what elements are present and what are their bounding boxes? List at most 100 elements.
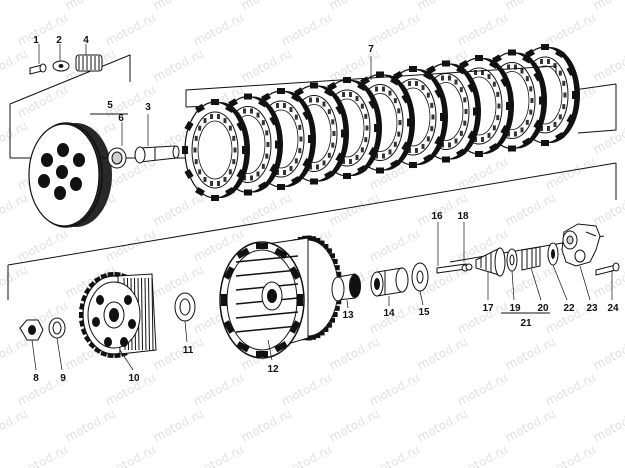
watermark-text: motod.ru: [63, 0, 118, 13]
callout-21: 21: [520, 318, 532, 329]
callout-1: 1: [33, 35, 39, 46]
part-20-spring: [521, 246, 541, 271]
watermark-text: motod.ru: [591, 46, 625, 84]
callout-4: 4: [83, 35, 89, 46]
callout-20: 20: [537, 303, 549, 314]
watermark-text: motod.ru: [0, 334, 30, 372]
watermark-text: motod.ru: [103, 442, 158, 468]
watermark-text: motod.ru: [151, 190, 206, 228]
watermark-text: motod.ru: [239, 0, 294, 13]
watermark-text: motod.ru: [327, 190, 382, 228]
watermark-text: motod.ru: [151, 46, 206, 84]
part-6-bearing: [107, 122, 127, 169]
watermark-text: motod.ru: [455, 370, 510, 408]
watermark-text: motod.ru: [543, 442, 598, 468]
part-1-screw: [29, 44, 47, 75]
watermark-text: motod.ru: [279, 370, 334, 408]
part-5-pressure-plate: [28, 113, 128, 228]
watermark-text: motod.ru: [503, 406, 558, 444]
part-9-washer: [48, 317, 66, 339]
callout-24: 24: [607, 303, 619, 314]
watermark-text: motod.ru: [0, 262, 30, 300]
watermark-text: motod.ru: [327, 0, 382, 13]
callout-13: 13: [342, 310, 354, 321]
watermark-text: motod.ru: [591, 406, 625, 444]
part-13-bush: [331, 273, 361, 302]
part-23-slave-cylinder: [561, 223, 601, 267]
watermark-text: motod.ru: [151, 0, 206, 13]
callout-17: 17: [482, 303, 494, 314]
watermark-text: motod.ru: [503, 334, 558, 372]
watermark-text: motod.ru: [327, 334, 382, 372]
watermark-text: motod.ru: [0, 46, 30, 84]
watermark-text: motod.ru: [591, 334, 625, 372]
watermark-text: motod.ru: [103, 226, 158, 264]
part-17-piston: [475, 247, 506, 277]
callout-2: 2: [56, 35, 62, 46]
watermark-text: motod.ru: [591, 190, 625, 228]
watermark-text: motod.ru: [151, 334, 206, 372]
watermark-text: motod.ru: [0, 406, 30, 444]
part-18-balls: [461, 222, 473, 272]
callout-5: 5: [107, 100, 113, 111]
part-24-bolt: [595, 262, 620, 276]
callout-11: 11: [183, 345, 194, 356]
callout-18: 18: [457, 211, 469, 222]
watermark-text: motod.ru: [455, 154, 510, 192]
watermark-text: motod.ru: [543, 370, 598, 408]
callout-8: 8: [33, 373, 39, 384]
watermark-text: motod.ru: [0, 190, 30, 228]
watermark-text: motod.ru: [239, 46, 294, 84]
callout-12: 12: [267, 364, 279, 375]
part-7-clutch-plates: [182, 44, 580, 201]
part-22-ring: [547, 242, 559, 266]
watermark-text: motod.ru: [367, 370, 422, 408]
part-19-seal: [506, 248, 518, 272]
watermark-text: motod.ru: [455, 10, 510, 48]
watermark-text: motod.ru: [151, 406, 206, 444]
watermark-text: motod.ru: [591, 118, 625, 156]
part-10-inner-hub: [79, 271, 157, 359]
part-2-washer: [52, 44, 70, 72]
part-12-clutch-basket: [219, 235, 343, 359]
watermark-text: motod.ru: [15, 82, 70, 120]
watermark-text: motod.ru: [0, 118, 30, 156]
watermark-text: motod.ru: [279, 442, 334, 468]
callout-7: 7: [368, 44, 374, 55]
part-8-nut: [19, 319, 44, 341]
watermark-text: motod.ru: [191, 10, 246, 48]
part-14-sleeve: [370, 267, 409, 297]
part-4-spring: [75, 44, 103, 72]
part-15-washer: [411, 262, 429, 292]
watermark-text: motod.ru: [367, 442, 422, 468]
part-11-washer: [174, 292, 196, 322]
part-3-pushrod: [134, 114, 180, 164]
lower-leaders: [31, 264, 613, 371]
callout-9: 9: [60, 373, 66, 384]
watermark-text: motod.ru: [367, 10, 422, 48]
callout-10: 10: [128, 373, 140, 384]
callout-15: 15: [418, 307, 430, 318]
watermark-text: motod.ru: [591, 0, 625, 13]
callout-3: 3: [145, 102, 151, 113]
callout-22: 22: [563, 303, 575, 314]
watermark-text: motod.ru: [455, 442, 510, 468]
watermark-text: motod.ru: [151, 262, 206, 300]
watermark-text: motod.ru: [103, 10, 158, 48]
watermark-text: motod.ru: [0, 0, 30, 13]
watermark-text: motod.ru: [415, 0, 470, 13]
callout-labels: 1 2 4 7 5 6 3 16 18 13 14 15 17 19 20 21…: [33, 35, 619, 384]
watermark-text: motod.ru: [415, 190, 470, 228]
callout-19: 19: [509, 303, 521, 314]
watermark-text: motod.ru: [15, 442, 70, 468]
clutch-plate: [182, 99, 250, 201]
watermark-text: motod.ru: [503, 190, 558, 228]
watermark-text: motod.ru: [543, 10, 598, 48]
watermark-text: motod.ru: [367, 226, 422, 264]
watermark-text: motod.ru: [239, 406, 294, 444]
watermark-text: motod.ru: [63, 406, 118, 444]
callout-6: 6: [118, 113, 124, 124]
callout-14: 14: [383, 308, 395, 319]
